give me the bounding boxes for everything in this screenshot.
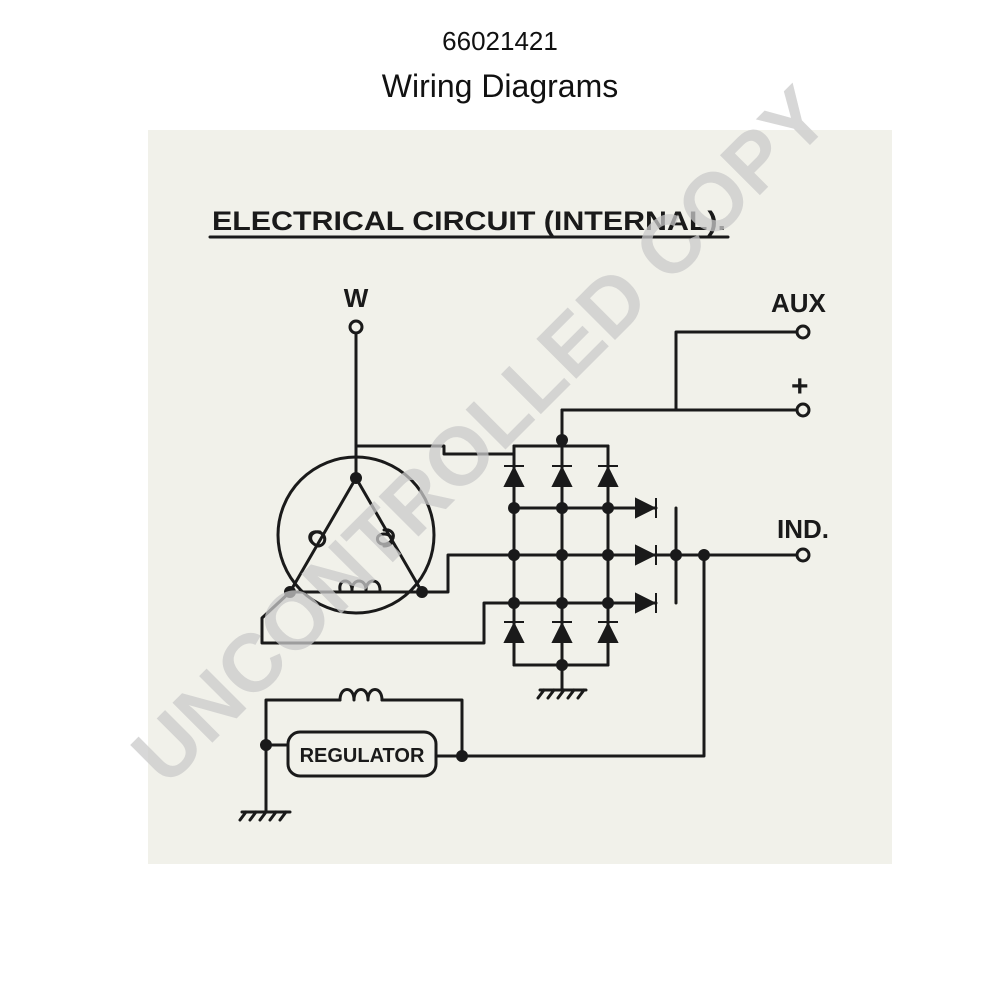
scanned-diagram-background (148, 130, 892, 864)
junction-dot (670, 549, 682, 561)
watermark-text: UNCONTROLLED COPY (115, 70, 846, 801)
label-regulator: REGULATOR (300, 745, 425, 767)
wire-aux (674, 330, 799, 412)
phase-b-wire (420, 553, 658, 594)
coil-bottom (338, 579, 382, 592)
junction-dot (508, 597, 520, 609)
phase-a-wire (354, 444, 610, 456)
page-subtitle: Wiring Diagrams (381, 68, 619, 104)
label-plus: + (791, 370, 809, 403)
junction-dot (556, 597, 568, 609)
junction-dot (260, 739, 272, 751)
bridge-ground (536, 688, 588, 700)
regulator-box (286, 730, 438, 778)
field-coil (338, 688, 384, 702)
diode-bottom-1 (503, 621, 525, 643)
junction-dot (556, 659, 568, 671)
wire-ind-down (460, 553, 706, 758)
junction-dot (602, 502, 614, 514)
junction-dot (556, 502, 568, 514)
junction-dot (602, 597, 614, 609)
regulator-ground (238, 810, 292, 822)
junction-dot (456, 750, 468, 762)
field-diode-2 (635, 544, 657, 566)
field-diode-3 (635, 592, 657, 614)
terminal-w (348, 319, 364, 335)
diode-top-2 (551, 465, 573, 487)
diagram-title: ELECTRICAL CIRCUIT (INTERNAL). (212, 206, 726, 236)
label-ind: IND. (777, 514, 829, 544)
field-diode-1 (635, 497, 657, 519)
terminal-plus (795, 402, 811, 418)
field-wire-left (264, 698, 342, 747)
junction-dot (508, 502, 520, 514)
terminal-ind (795, 547, 811, 563)
junction-dot (350, 472, 362, 484)
coil-left (308, 530, 327, 548)
diode-top-1 (503, 465, 525, 487)
diode-bottom-3 (597, 621, 619, 643)
junction-dot (508, 549, 520, 561)
label-aux: AUX (771, 288, 827, 318)
coil-right (376, 528, 395, 548)
part-number: 66021421 (442, 26, 558, 56)
junction-dot (556, 549, 568, 561)
junction-dot (416, 586, 428, 598)
junction-dot (284, 586, 296, 598)
label-w: W (344, 283, 369, 313)
junction-dot (556, 434, 568, 446)
junction-dot (602, 549, 614, 561)
diode-bottom-2 (551, 621, 573, 643)
field-wire (380, 698, 464, 758)
terminal-aux (795, 324, 811, 340)
diode-top-3 (597, 465, 619, 487)
junction-dot (698, 549, 710, 561)
